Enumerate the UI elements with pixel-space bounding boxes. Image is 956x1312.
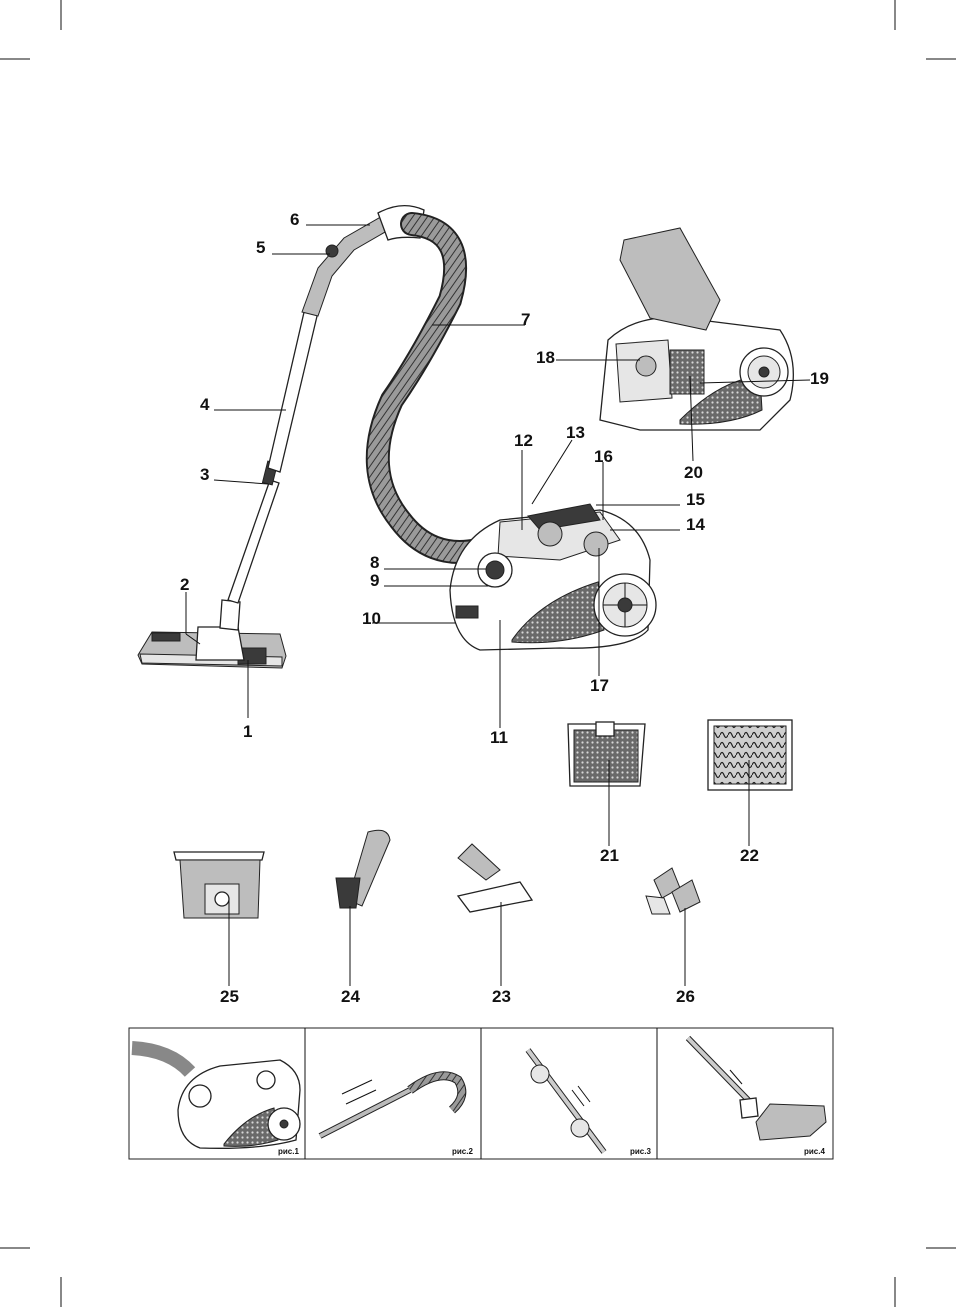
label-3: 3 [200,465,209,484]
figure-4-caption: рис.4 [804,1147,825,1156]
label-14: 14 [686,515,705,534]
label-17: 17 [590,676,609,695]
label-1: 1 [243,722,252,741]
label-26: 26 [676,987,695,1006]
label-19: 19 [810,369,829,388]
accessories-filters [567,719,793,791]
label-21: 21 [600,846,619,865]
label-23: 23 [492,987,511,1006]
label-22: 22 [740,846,759,865]
callout-lines [185,224,811,986]
label-15: 15 [686,490,705,509]
label-16: 16 [594,447,613,466]
vacuum-open-lid [599,227,794,431]
wand-assembly [137,205,490,669]
label-9: 9 [370,571,379,590]
label-2: 2 [180,575,189,594]
label-4: 4 [200,395,210,414]
figure-2-caption: рис.2 [452,1147,473,1156]
figure-4: рис.4 [685,1035,827,1156]
label-13: 13 [566,423,585,442]
vacuum-body [449,503,657,651]
accessories-nozzles [173,829,701,919]
label-20: 20 [684,463,703,482]
label-11: 11 [490,728,508,747]
figure-strip: рис.1 рис.2 рис.3 рис.4 [128,1027,834,1160]
label-8: 8 [370,553,379,572]
label-18: 18 [536,348,555,367]
label-5: 5 [256,238,265,257]
figure-3-caption: рис.3 [630,1147,651,1156]
label-12: 12 [514,431,533,450]
figure-1-caption: рис.1 [278,1147,299,1156]
label-25: 25 [220,987,239,1006]
figure-2: рис.2 [318,1071,473,1156]
label-24: 24 [341,987,360,1006]
figure-3: рис.3 [525,1048,651,1156]
figure-1: рис.1 [131,1041,301,1156]
label-6: 6 [290,210,299,229]
label-10: 10 [362,609,381,628]
callout-numbers: 1 2 3 4 5 6 7 8 9 10 11 12 13 14 15 16 1… [180,210,829,1006]
label-7: 7 [521,310,530,329]
